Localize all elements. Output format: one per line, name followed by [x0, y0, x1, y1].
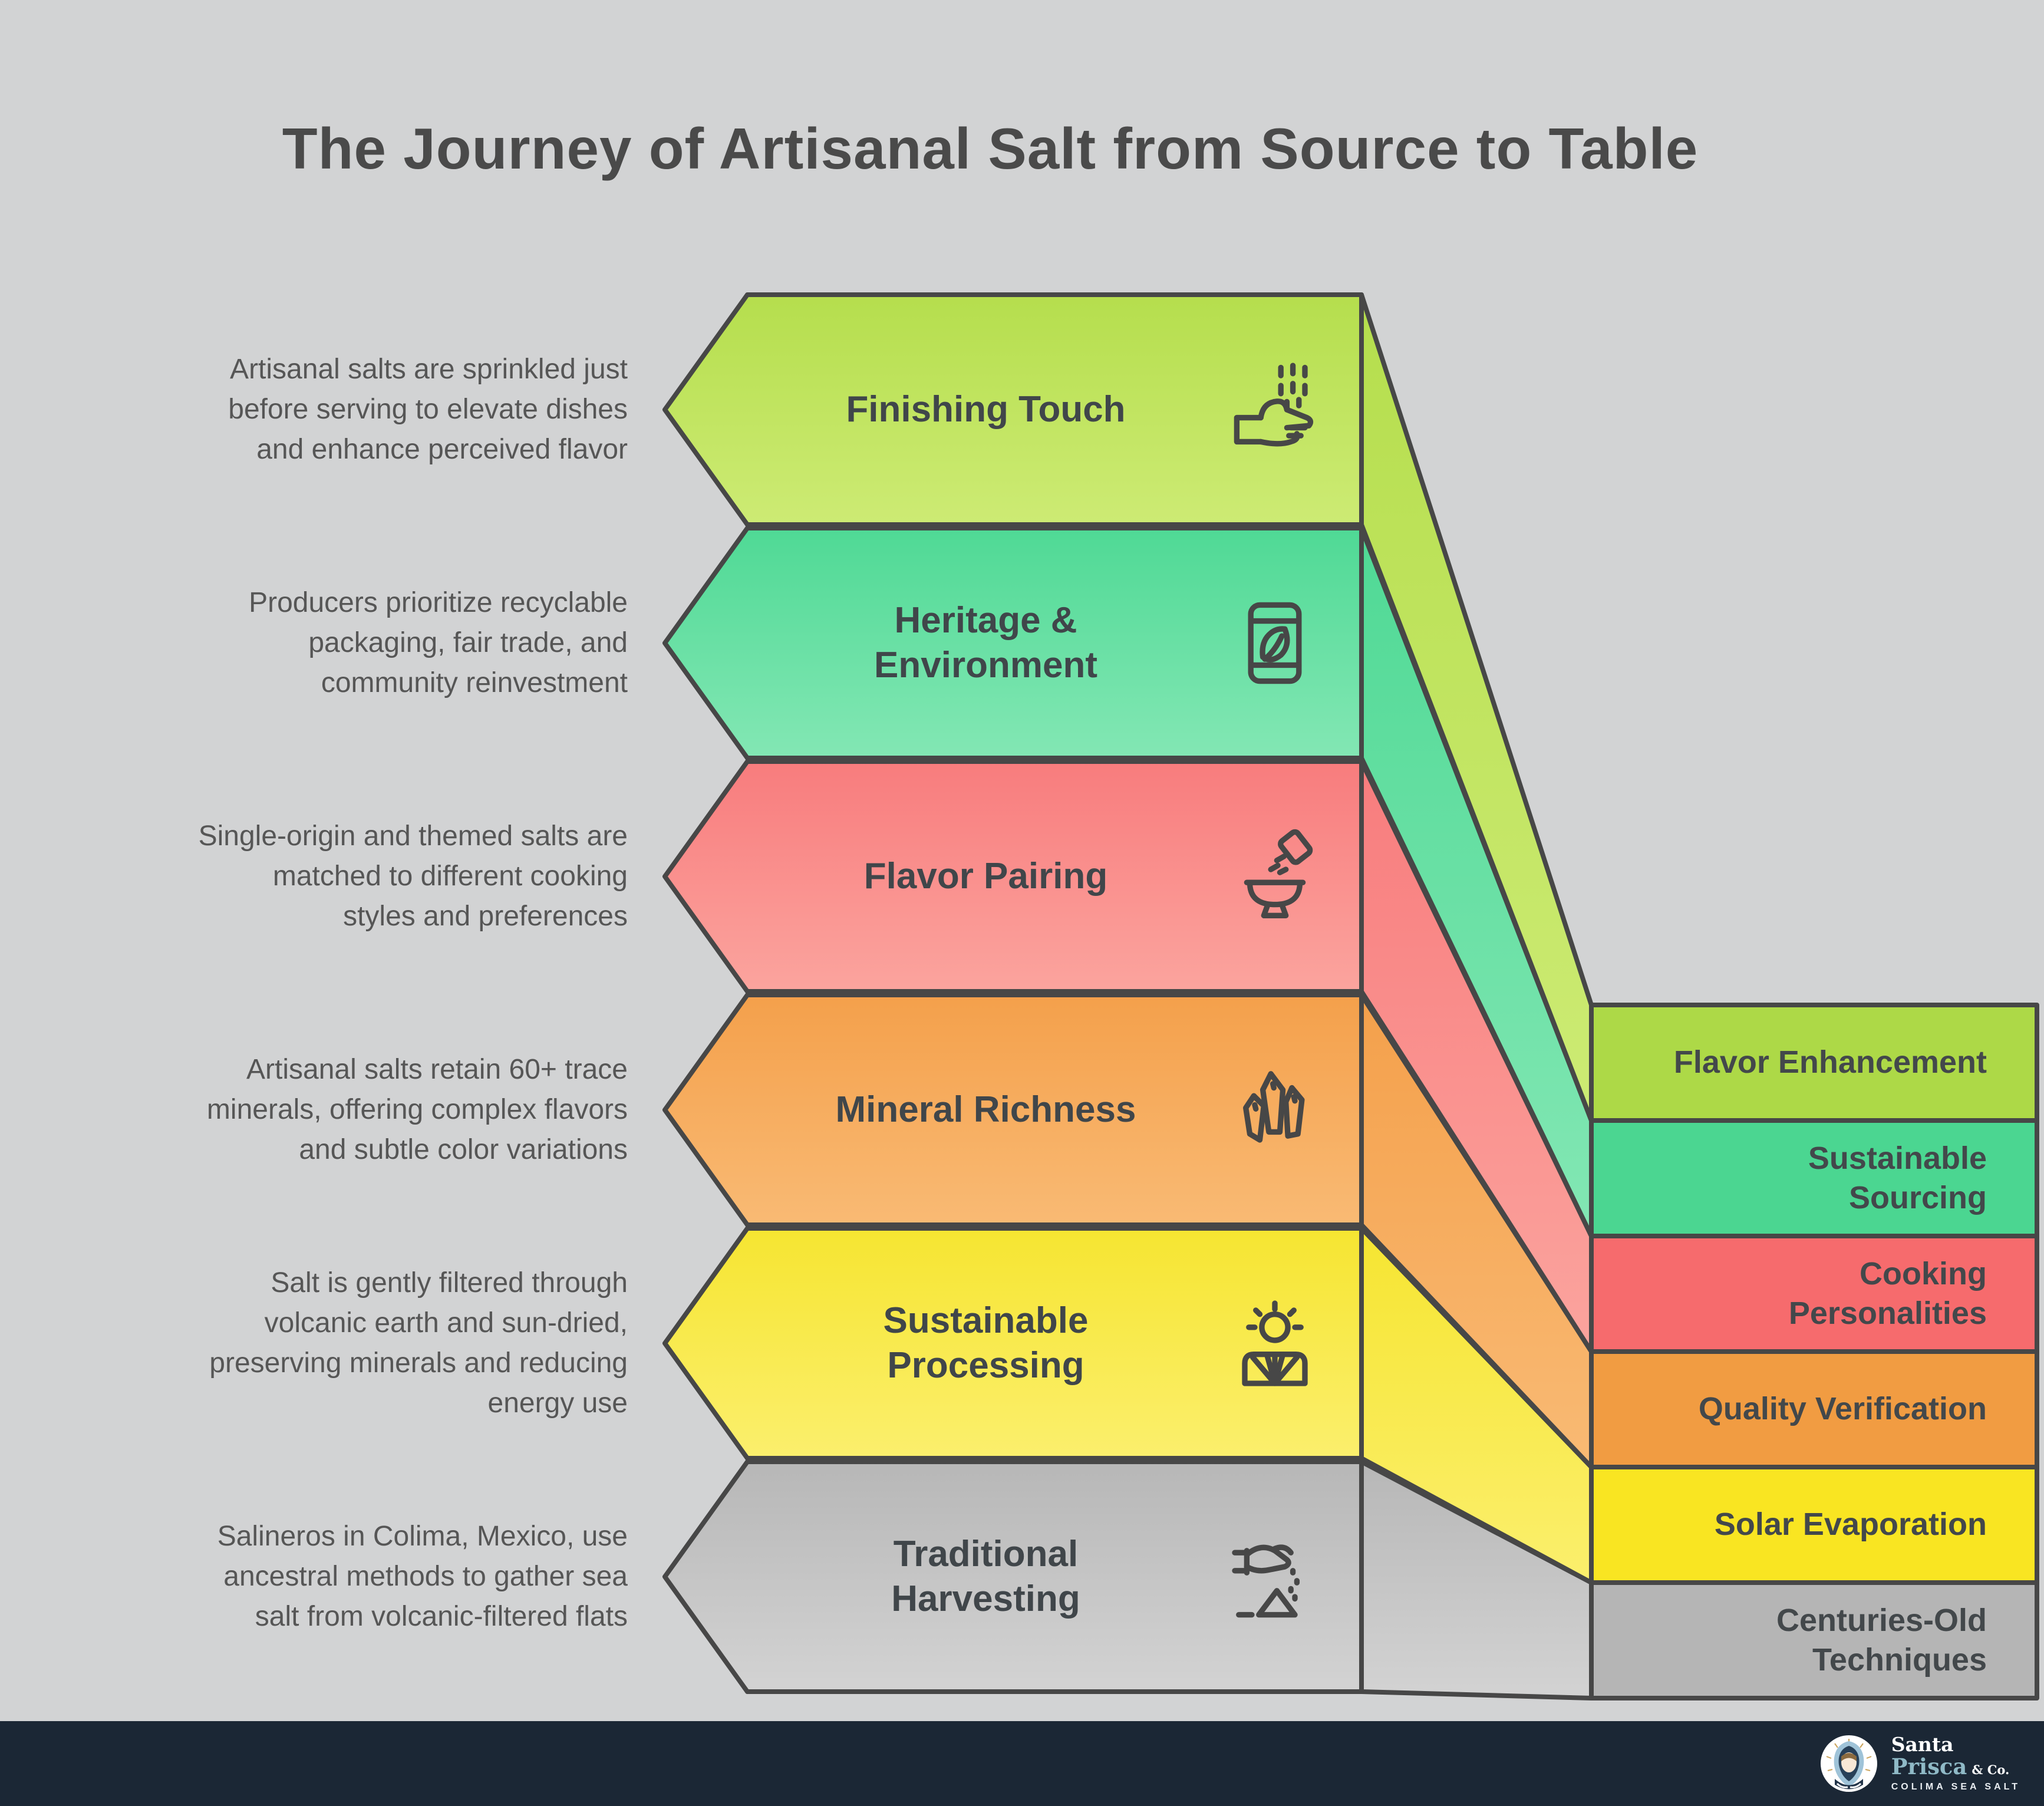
description-flavor-pairing: Single-origin and themed salts are match… [41, 776, 628, 977]
step-label: Flavor Pairing [863, 856, 1108, 897]
outcome-solar-evaporation: Solar Evaporation [1591, 1467, 2037, 1583]
outcome-label: Flavor Enhancement [1673, 1044, 1987, 1080]
step-label: Traditional Harvesting [891, 1534, 1080, 1619]
description-text: Artisanal salts retain 60+ trace mineral… [206, 1053, 628, 1166]
outcome-label: Quality Verification [1698, 1391, 1987, 1427]
arrow-finishing-touch [662, 292, 1364, 527]
step-label: Heritage & Environment [874, 600, 1097, 686]
description-text: Single-origin and themed salts are match… [198, 820, 628, 932]
outcome-label: Cooking Personalities [1788, 1255, 1987, 1332]
outcome-centuries-old-techniques: Centuries-Old Techniques [1591, 1583, 2037, 1698]
crystals-icon [1205, 1060, 1344, 1160]
footer-bar: Santa Prisca & Co. COLIMA SEA SALT [0, 1721, 2044, 1806]
brand-logo: Santa Prisca & Co. COLIMA SEA SALT [1819, 1734, 2020, 1793]
outcome-label: Centuries-Old Techniques [1776, 1602, 1987, 1678]
step-flavor-pairing: Flavor Pairing [766, 762, 1344, 991]
step-finishing-touch: Finishing Touch [766, 295, 1344, 525]
page-title: The Journey of Artisanal Salt from Sourc… [282, 116, 1699, 181]
step-label: Finishing Touch [846, 389, 1126, 430]
madonna-icon [1820, 1735, 1877, 1792]
outcome-label: Sustainable Sourcing [1808, 1140, 1987, 1216]
step-heritage-environment: Heritage & Environment [766, 528, 1344, 758]
arrow-mineral-richness [662, 993, 1364, 1227]
description-heritage-environment: Producers prioritize recyclable packagin… [41, 543, 628, 743]
box-solar-evaporation [1589, 1465, 2039, 1585]
brand-wordmark: Santa Prisca & Co. COLIMA SEA SALT [1891, 1732, 2020, 1792]
sprinkle-hand-icon [1205, 360, 1344, 460]
step-sustainable-processing: Sustainable Processing [766, 1228, 1344, 1458]
description-finishing-touch: Artisanal salts are sprinkled just befor… [41, 309, 628, 510]
description-text: Producers prioritize recyclable packagin… [249, 586, 628, 699]
brand-line-santa: Santa [1891, 1732, 1954, 1756]
step-mineral-richness: Mineral Richness [766, 995, 1344, 1225]
box-sustainable-sourcing [1589, 1118, 2039, 1238]
arrow-sustainable-processing [662, 1226, 1364, 1461]
description-traditional-harvesting: Salineros in Colima, Mexico, use ancestr… [41, 1477, 628, 1677]
box-centuries-old-techniques [1589, 1580, 2039, 1700]
arrow-heritage-environment [662, 526, 1364, 760]
description-sustainable-processing: Salt is gently filtered through volcanic… [41, 1243, 628, 1444]
outcome-quality-verification: Quality Verification [1591, 1352, 2037, 1467]
box-cooking-personalities [1589, 1234, 2039, 1354]
box-flavor-enhancement [1589, 1003, 2039, 1123]
sun-field-icon [1205, 1293, 1344, 1393]
outcome-label: Solar Evaporation [1714, 1507, 1987, 1543]
outcome-flavor-enhancement: Flavor Enhancement [1591, 1005, 2037, 1120]
hand-pour-icon [1205, 1527, 1344, 1627]
description-text: Artisanal salts are sprinkled just befor… [228, 353, 628, 466]
brand-tagline: COLIMA SEA SALT [1891, 1782, 2020, 1792]
step-label: Mineral Richness [835, 1089, 1136, 1131]
description-text: Salt is gently filtered through volcanic… [209, 1267, 628, 1419]
outcome-sustainable-sourcing: Sustainable Sourcing [1591, 1120, 2037, 1236]
package-leaf-icon [1205, 593, 1344, 693]
arrow-flavor-pairing [662, 759, 1364, 994]
bowl-sprinkle-icon [1205, 826, 1344, 927]
step-traditional-harvesting: Traditional Harvesting [766, 1462, 1344, 1692]
brand-suffix: & Co. [1972, 1762, 2010, 1777]
step-label: Sustainable Processing [883, 1300, 1089, 1386]
arrow-traditional-harvesting [662, 1459, 1364, 1694]
description-mineral-richness: Artisanal salts retain 60+ trace mineral… [41, 1010, 628, 1210]
box-quality-verification [1589, 1349, 2039, 1469]
brand-line-prisca: Prisca [1891, 1753, 1967, 1779]
description-text: Salineros in Colima, Mexico, use ancestr… [217, 1520, 628, 1633]
outcome-cooking-personalities: Cooking Personalities [1591, 1236, 2037, 1352]
